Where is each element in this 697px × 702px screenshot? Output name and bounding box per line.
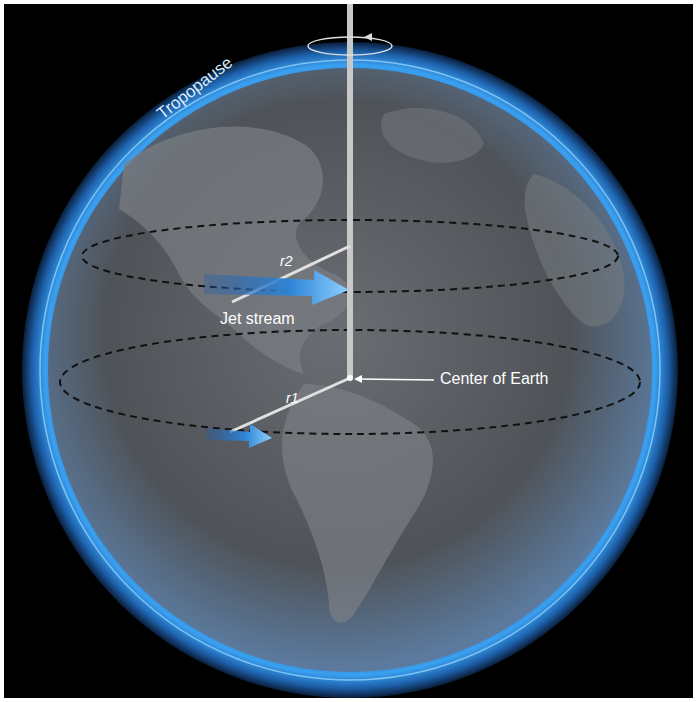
center-label: Center of Earth — [440, 370, 549, 388]
earth-illustration — [4, 4, 693, 698]
picture-frame: Tropopauser2Jet streamCenter of Earthr1 — [4, 4, 693, 698]
jet-stream-label: Jet stream — [220, 310, 295, 328]
radius-label: r2 — [280, 254, 292, 269]
radius-label: r1 — [286, 391, 298, 406]
